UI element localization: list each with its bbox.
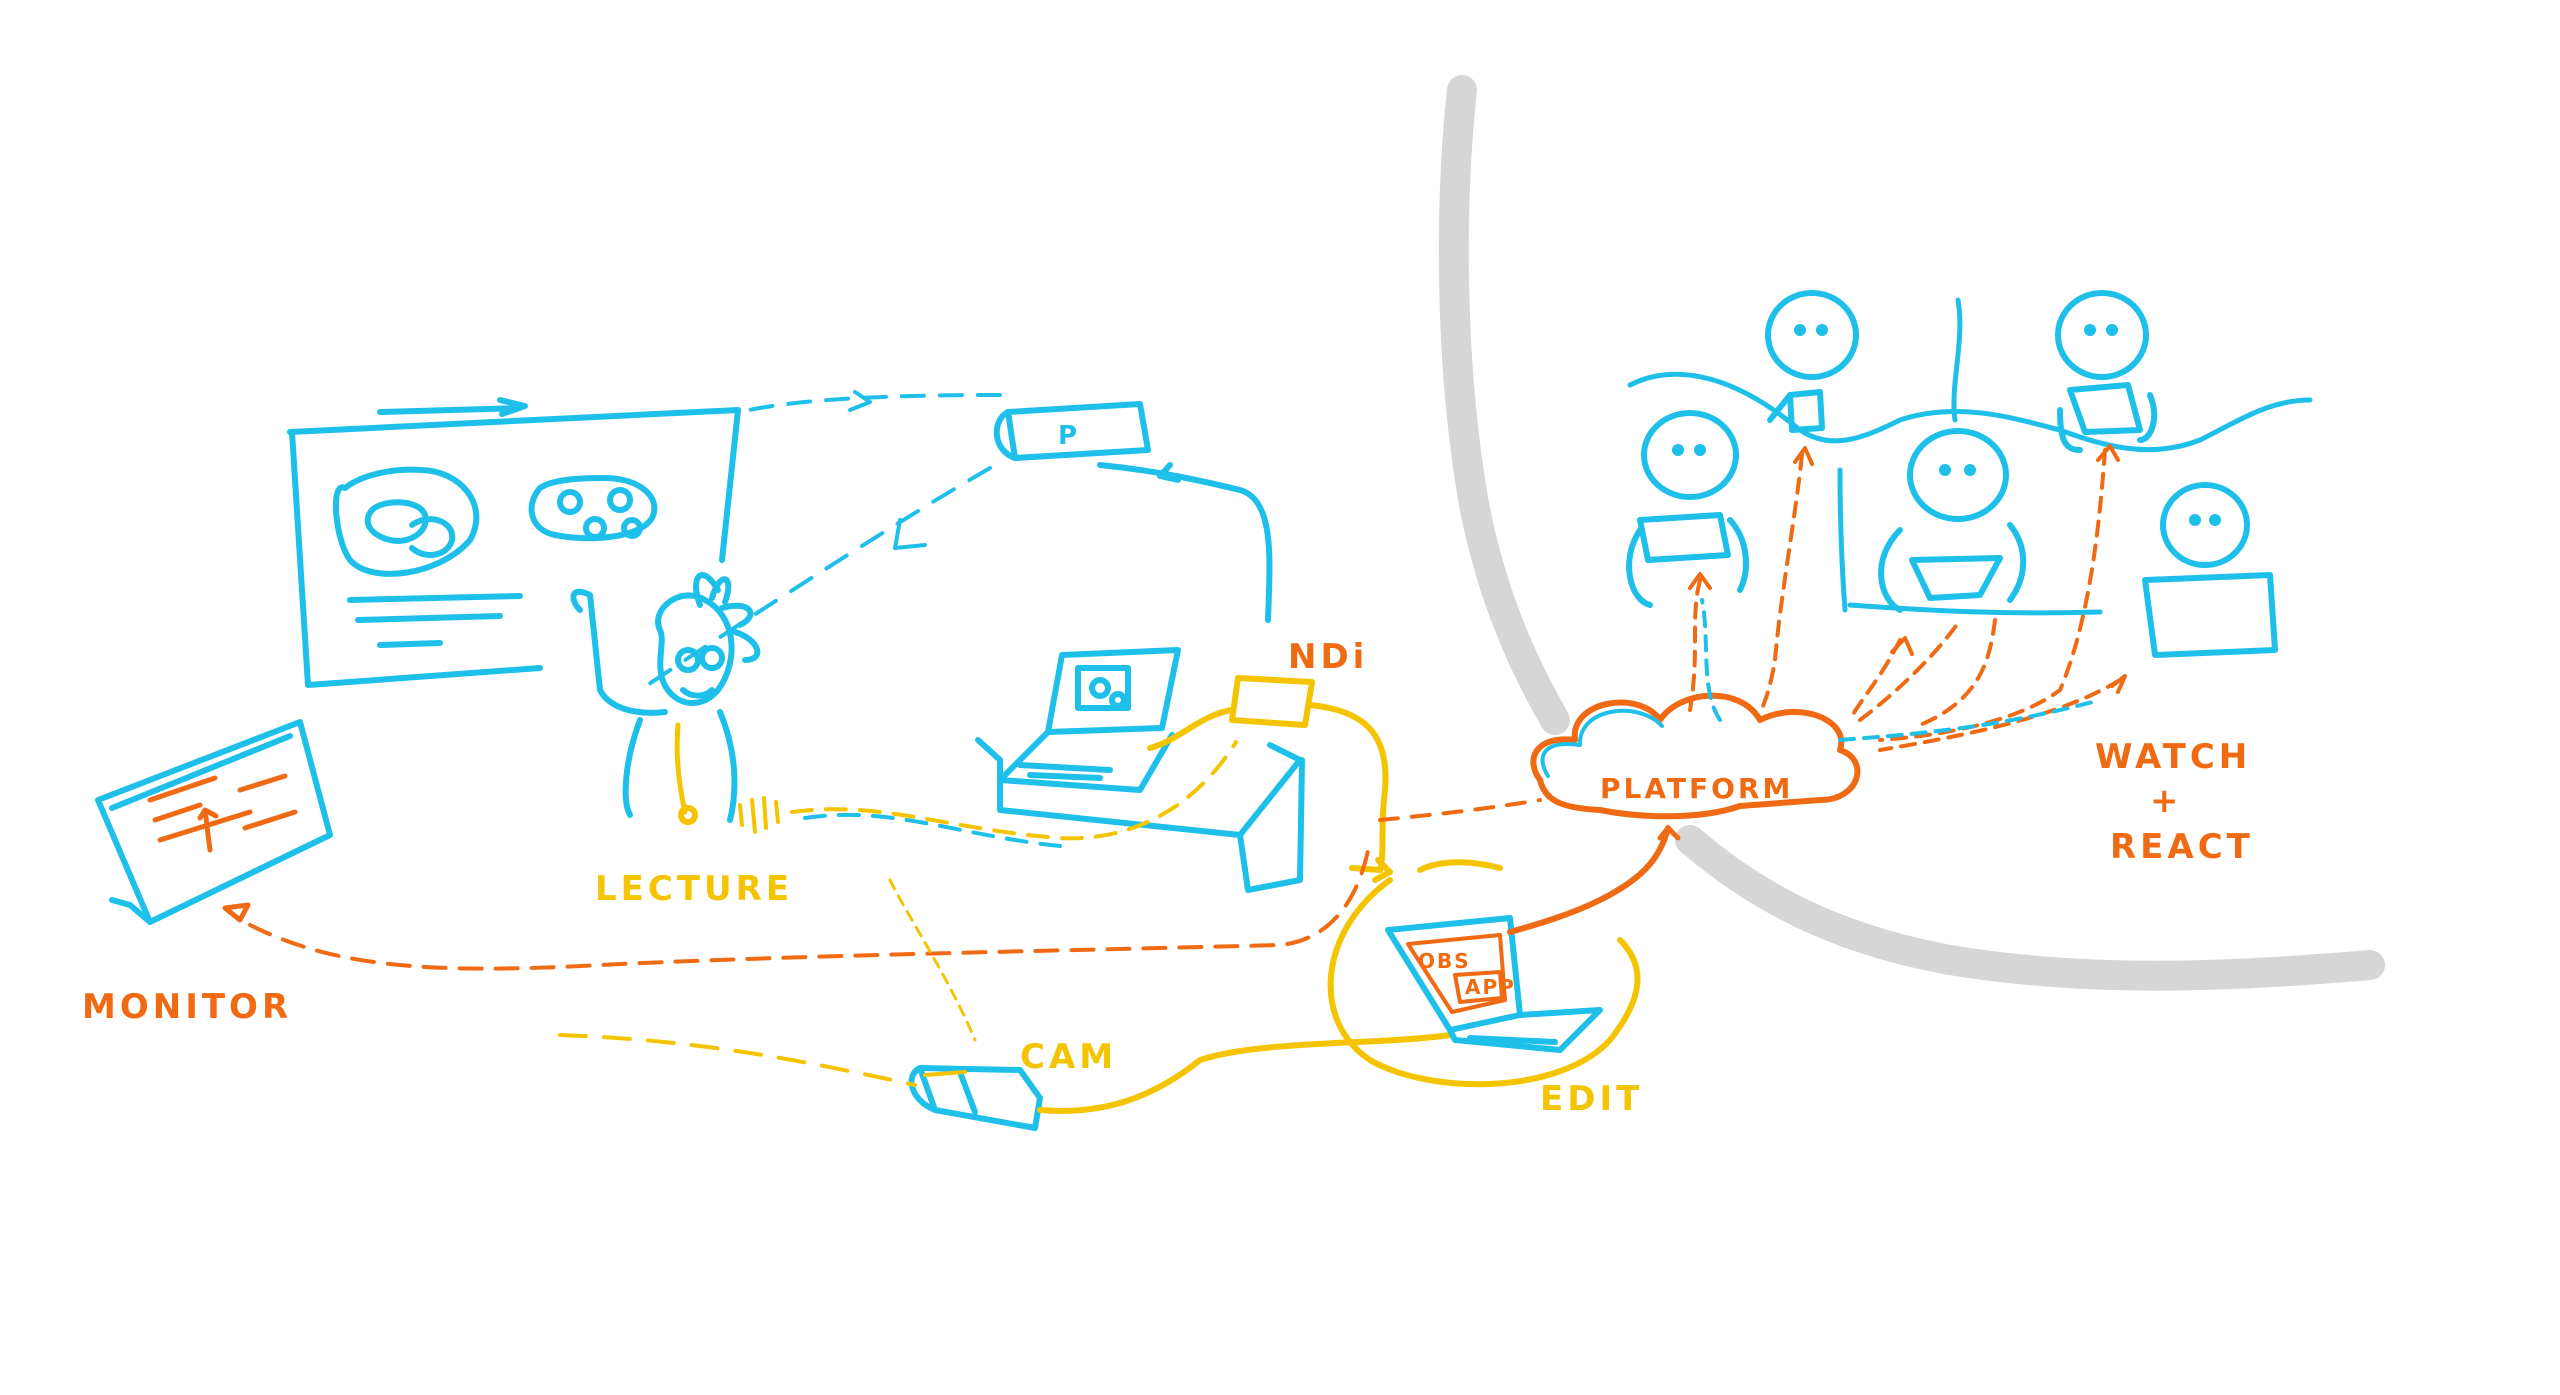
- audience-person-3: [1878, 428, 2027, 613]
- whiteboard: [287, 397, 741, 688]
- edit-screen-obs: OBS: [1418, 949, 1471, 973]
- monitor-device: [95, 719, 333, 925]
- react-label: REACT: [2110, 827, 2254, 867]
- platform-edit-link: [1507, 825, 1671, 935]
- audience-person-1: [1626, 410, 1749, 608]
- lecturer-figure: [570, 572, 780, 834]
- platform-cloud: [1530, 692, 1861, 820]
- audience-person-5: [2142, 482, 2278, 658]
- cam-cable: [1037, 1032, 1453, 1114]
- audience-person-2: [1765, 290, 1859, 433]
- divider-wall: [1438, 75, 2385, 991]
- ndi-label: NDi: [1288, 637, 1368, 677]
- audience-room: [1627, 297, 2313, 616]
- watch-label: WATCH: [2095, 737, 2251, 777]
- projector-label: P: [1058, 421, 1077, 451]
- mic-signal: [790, 740, 1238, 848]
- edit-screen-app: APP: [1465, 975, 1516, 999]
- cam-label: CAM: [1020, 1037, 1117, 1077]
- monitor-feed-arrow: [248, 838, 1372, 971]
- ndi-to-platform: [1378, 798, 1542, 822]
- audience-person-4: [2055, 290, 2158, 453]
- edit-laptop: OBS APP: [1327, 859, 1641, 1088]
- platform-label: PLATFORM: [1600, 772, 1793, 805]
- desk-laptop: [975, 462, 1305, 893]
- feedback-arrows: [1688, 444, 2127, 752]
- camera: [908, 1065, 1043, 1131]
- monitor-label: MONITOR: [82, 987, 292, 1027]
- lecture-label: LECTURE: [595, 869, 793, 909]
- cam-thin-line: [888, 878, 977, 1042]
- platform-upload-arrow: [1657, 825, 1681, 841]
- cam-dashed-line: [558, 1033, 917, 1087]
- plus-label: +: [2150, 781, 2183, 821]
- ndi-box: NDi: [1147, 637, 1393, 883]
- edit-label: EDIT: [1540, 1079, 1643, 1119]
- projector: P: [638, 390, 1151, 692]
